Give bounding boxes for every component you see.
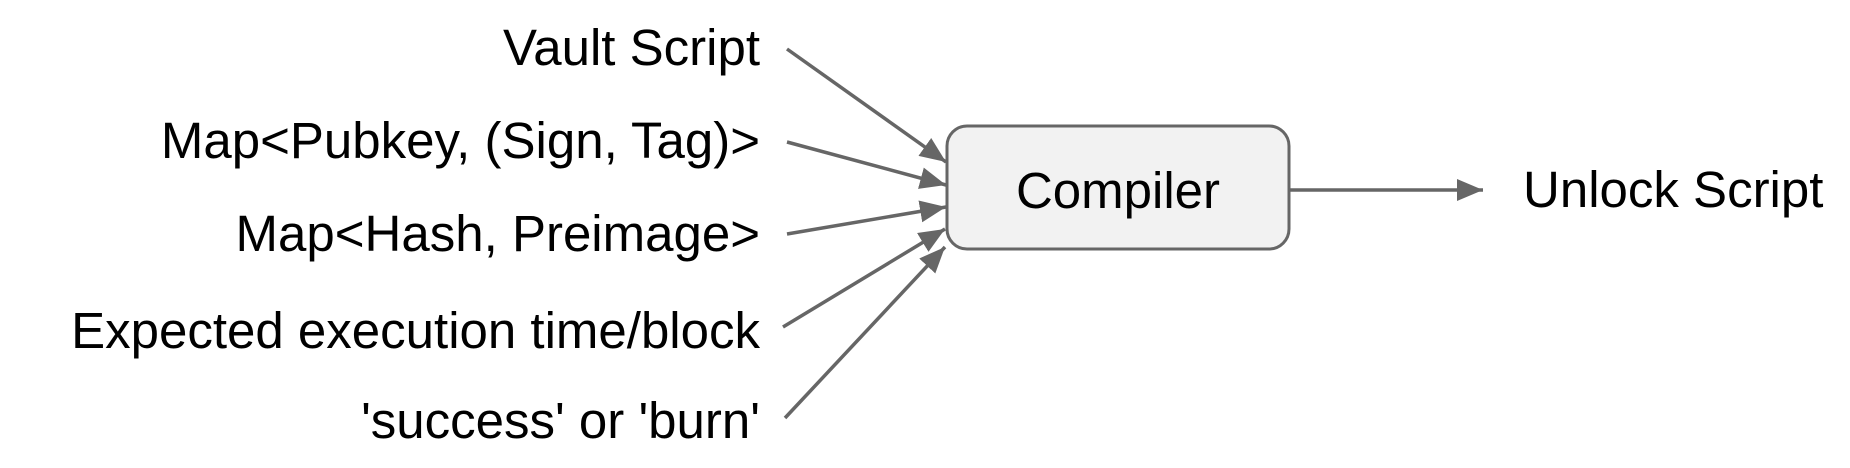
arrow-vault-script-to-compiler — [785, 47, 948, 164]
output-label-unlock-script: Unlock Script — [1523, 161, 1823, 218]
input-labels: Vault Script Map<Pubkey, (Sign, Tag)> Ma… — [71, 19, 760, 449]
arrow-execution-time-to-compiler — [782, 227, 946, 329]
input-label-vault-script: Vault Script — [503, 19, 760, 76]
compiler-node — [945, 124, 1291, 251]
input-label-success-burn: 'success' or 'burn' — [361, 392, 760, 449]
input-label-execution-time: Expected execution time/block — [71, 302, 760, 359]
input-arrows — [782, 47, 948, 420]
arrow-pubkey-map-to-compiler — [786, 140, 947, 189]
arrow-hash-map-to-compiler — [786, 200, 947, 236]
input-label-pubkey-map: Map<Pubkey, (Sign, Tag)> — [161, 112, 760, 169]
compiler-node-label: Compiler — [1016, 162, 1220, 219]
input-label-hash-map: Map<Hash, Preimage> — [236, 205, 760, 262]
arrow-success-burn-to-compiler — [783, 245, 947, 420]
